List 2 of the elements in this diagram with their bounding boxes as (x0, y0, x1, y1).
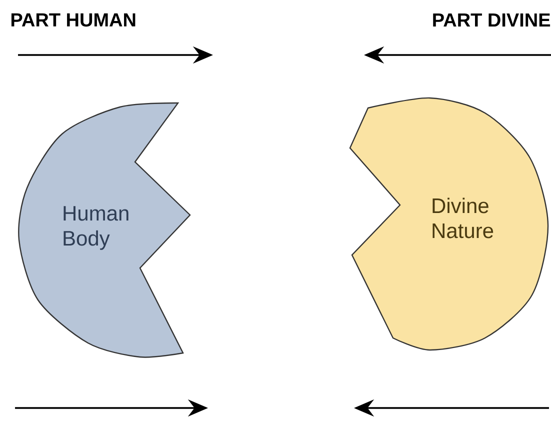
heading: PART HUMAN (11, 13, 136, 27)
heading: PART DIVINE (433, 13, 550, 27)
